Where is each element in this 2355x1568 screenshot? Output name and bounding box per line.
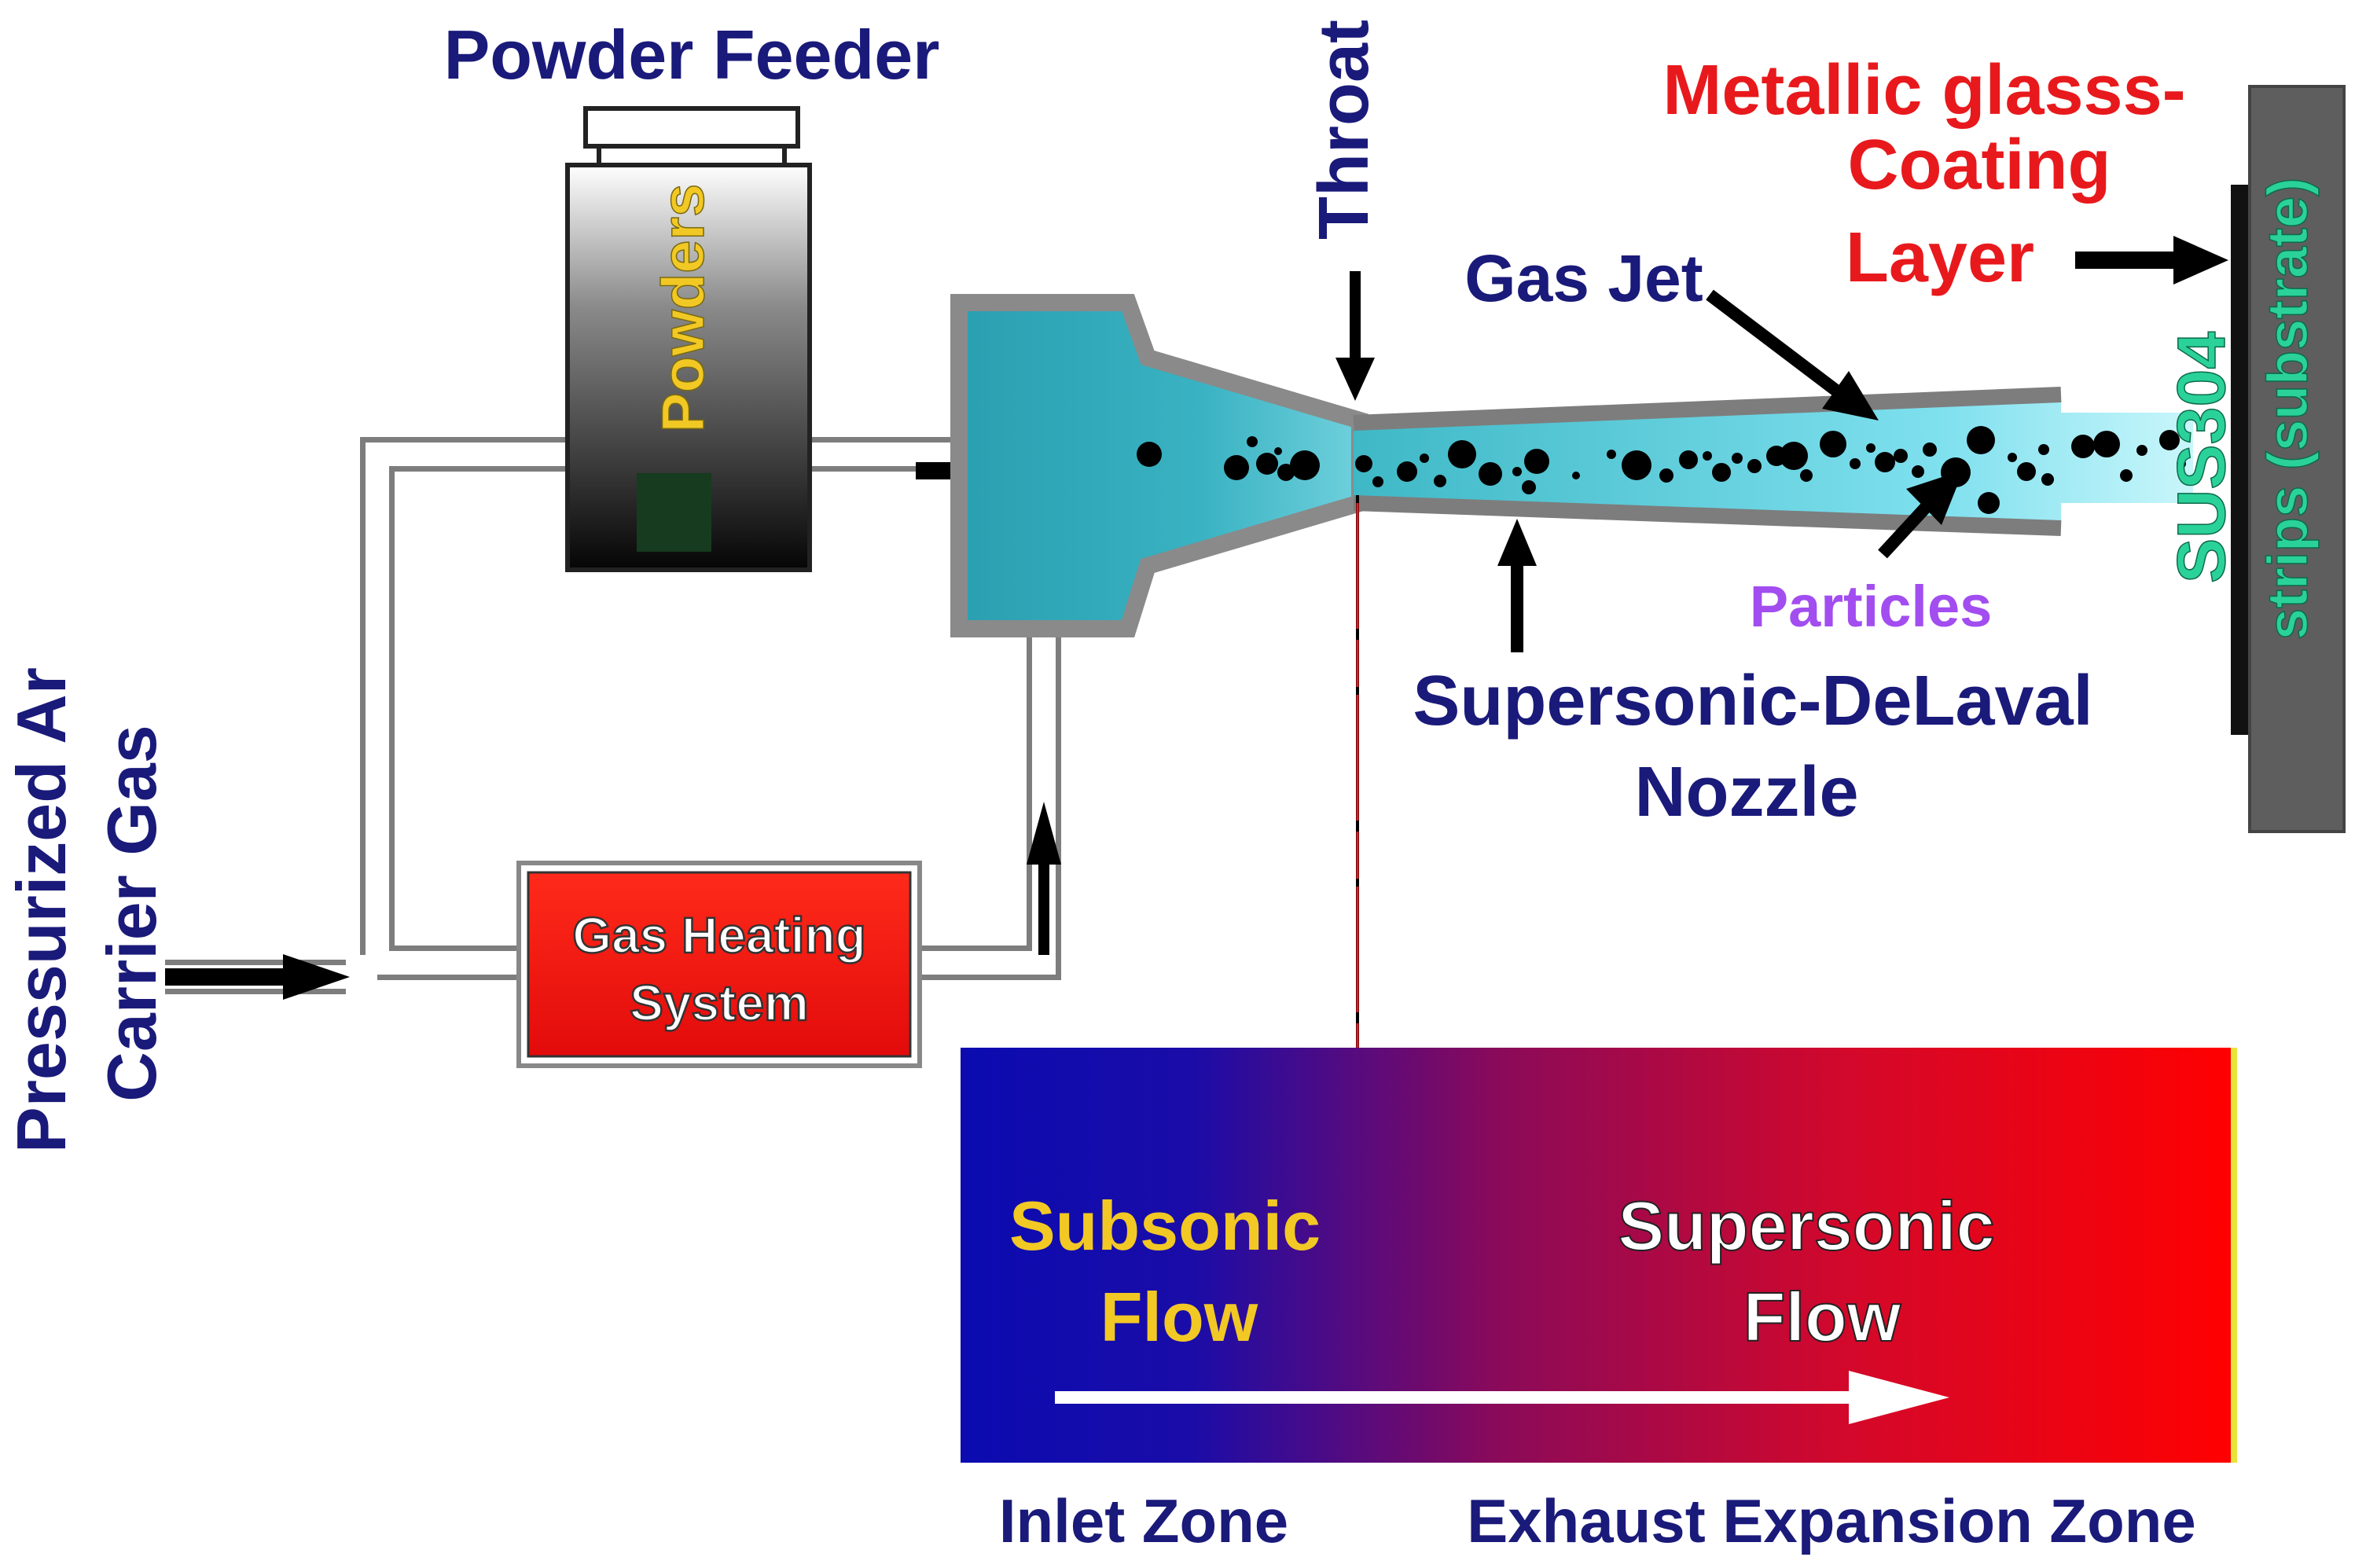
flow-direction-arrow	[1055, 1371, 1949, 1424]
feeder-neck	[597, 144, 787, 167]
carrier-gas-label-line2: Carrier Gas	[93, 725, 171, 1101]
powder-feeder	[565, 106, 812, 572]
throat-marker	[1335, 271, 1375, 1049]
carrier-gas-label-line1: Pressurized Ar	[2, 667, 80, 1153]
throat-label: Throat	[1305, 20, 1383, 240]
metallic-coating-label-line1: Metallic glasss-	[1662, 51, 2185, 130]
powder-feeder-label: Powder Feeder	[444, 16, 940, 94]
substrate-label-line1: SUS304	[2164, 332, 2239, 583]
subsonic-label-line1: Subsonic	[1009, 1187, 1321, 1265]
flow-regime-panel: Subsonic Flow Supersonic Flow	[961, 1048, 2237, 1463]
powders-label: Powders	[650, 184, 717, 433]
inlet-zone-label: Inlet Zone	[999, 1486, 1288, 1555]
heater-label-line1: Gas Heating	[572, 907, 865, 964]
metallic-coating-label-line3: Layer	[1846, 218, 2034, 297]
substrate-label-line2: strips (substrate)	[2257, 178, 2320, 640]
arrows	[165, 236, 2228, 1000]
feeder-outlet	[637, 473, 711, 552]
particles	[1137, 426, 2186, 514]
nozzle-label-line2: Nozzle	[1634, 753, 1858, 832]
exhaust-zone-label: Exhaust Expansion Zone	[1467, 1486, 2196, 1555]
subsonic-label-line2: Flow	[1100, 1278, 1258, 1356]
supersonic-label-line1: Supersonic	[1618, 1187, 1994, 1265]
nozzle-label-line1: Supersonic-DeLaval	[1413, 662, 2092, 740]
supersonic-label-line2: Flow	[1743, 1278, 1901, 1356]
gas-heating-system: Gas Heating System	[516, 861, 922, 1068]
feeder-cap	[583, 106, 800, 149]
gas-jet-label: Gas Jet	[1464, 241, 1703, 315]
particles-label: Particles	[1750, 574, 1993, 639]
heater-label-line2: System	[630, 975, 809, 1031]
substrate	[2231, 85, 2346, 833]
substrate-plate	[2248, 85, 2346, 833]
metallic-coating-label-line2: Coating	[1848, 126, 2111, 204]
